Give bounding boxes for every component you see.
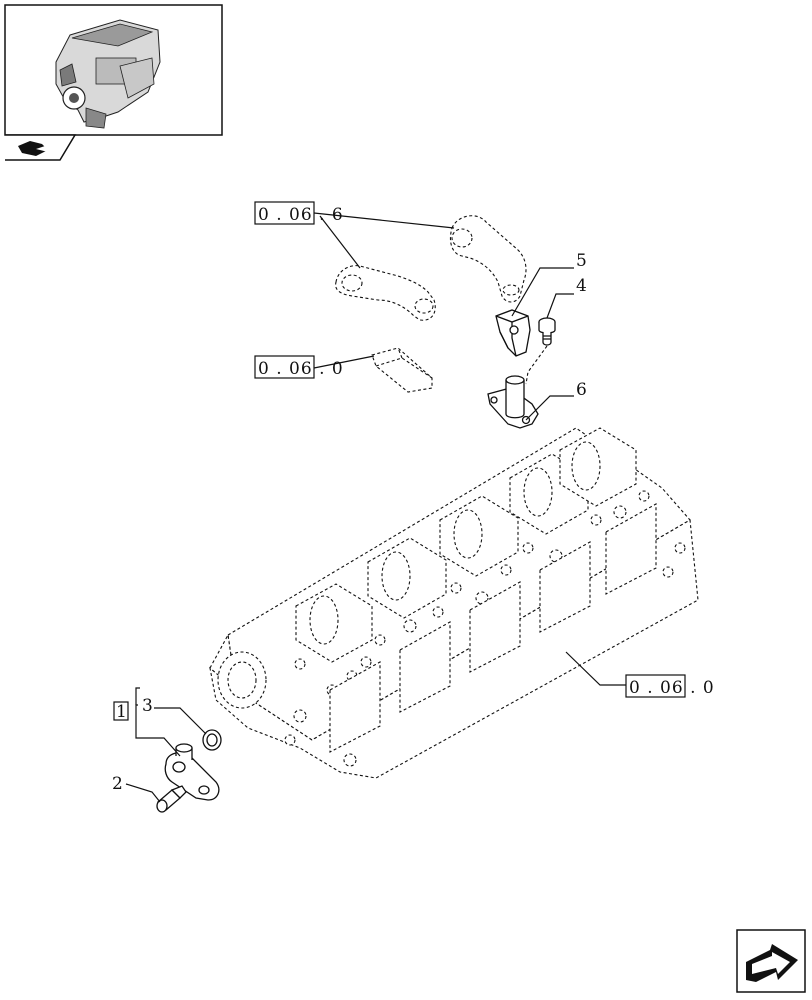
reference-cylinder-head[interactable]: 0 . 06 . 0 <box>625 674 715 698</box>
reference-cylinder-head-text: 0 . 06 . 0 <box>629 678 715 698</box>
flange-screw-part[interactable] <box>156 785 187 813</box>
bracket-screw-part[interactable] <box>538 317 556 346</box>
engine-thumbnail-icon <box>55 19 161 129</box>
valve-chambers <box>295 427 637 663</box>
callout-5[interactable]: 5 <box>576 251 587 271</box>
front-ports <box>284 503 686 767</box>
rocker-arm-upper[interactable] <box>449 215 527 303</box>
next-page-arrow-icon <box>746 944 798 982</box>
view-indicator-icon <box>18 141 48 156</box>
callout-2[interactable]: 2 <box>112 774 123 794</box>
reference-bracket[interactable]: 0 . 06 . 0 <box>254 355 344 379</box>
callout-4[interactable]: 4 <box>576 276 587 296</box>
rocker-arm-lower[interactable] <box>335 265 436 321</box>
callout-1-box[interactable]: 1 <box>113 701 129 722</box>
leader-lines <box>125 212 626 803</box>
callout-3[interactable]: 3 <box>142 696 153 716</box>
bracket-block[interactable] <box>371 347 433 393</box>
reference-rocker-arms-text: 0 . 06 . 6 <box>258 205 344 225</box>
support-pin-part[interactable] <box>487 375 539 429</box>
flange-plate-part[interactable] <box>164 743 220 801</box>
engine-thumbnail[interactable] <box>4 4 223 136</box>
cylinder-head[interactable] <box>209 427 699 779</box>
callout-6[interactable]: 6 <box>576 380 587 400</box>
seal-ring-part[interactable] <box>202 729 222 751</box>
reference-bracket-text: 0 . 06 . 0 <box>258 359 344 379</box>
reference-rocker-arms[interactable]: 0 . 06 . 6 <box>254 201 344 225</box>
screw-axis-line <box>525 345 548 385</box>
rocker-bracket-part[interactable] <box>495 309 531 357</box>
callout-1: 1 <box>116 702 127 722</box>
next-page-button[interactable] <box>736 929 806 993</box>
bolt-holes <box>294 490 650 696</box>
view-indicator <box>5 134 77 161</box>
